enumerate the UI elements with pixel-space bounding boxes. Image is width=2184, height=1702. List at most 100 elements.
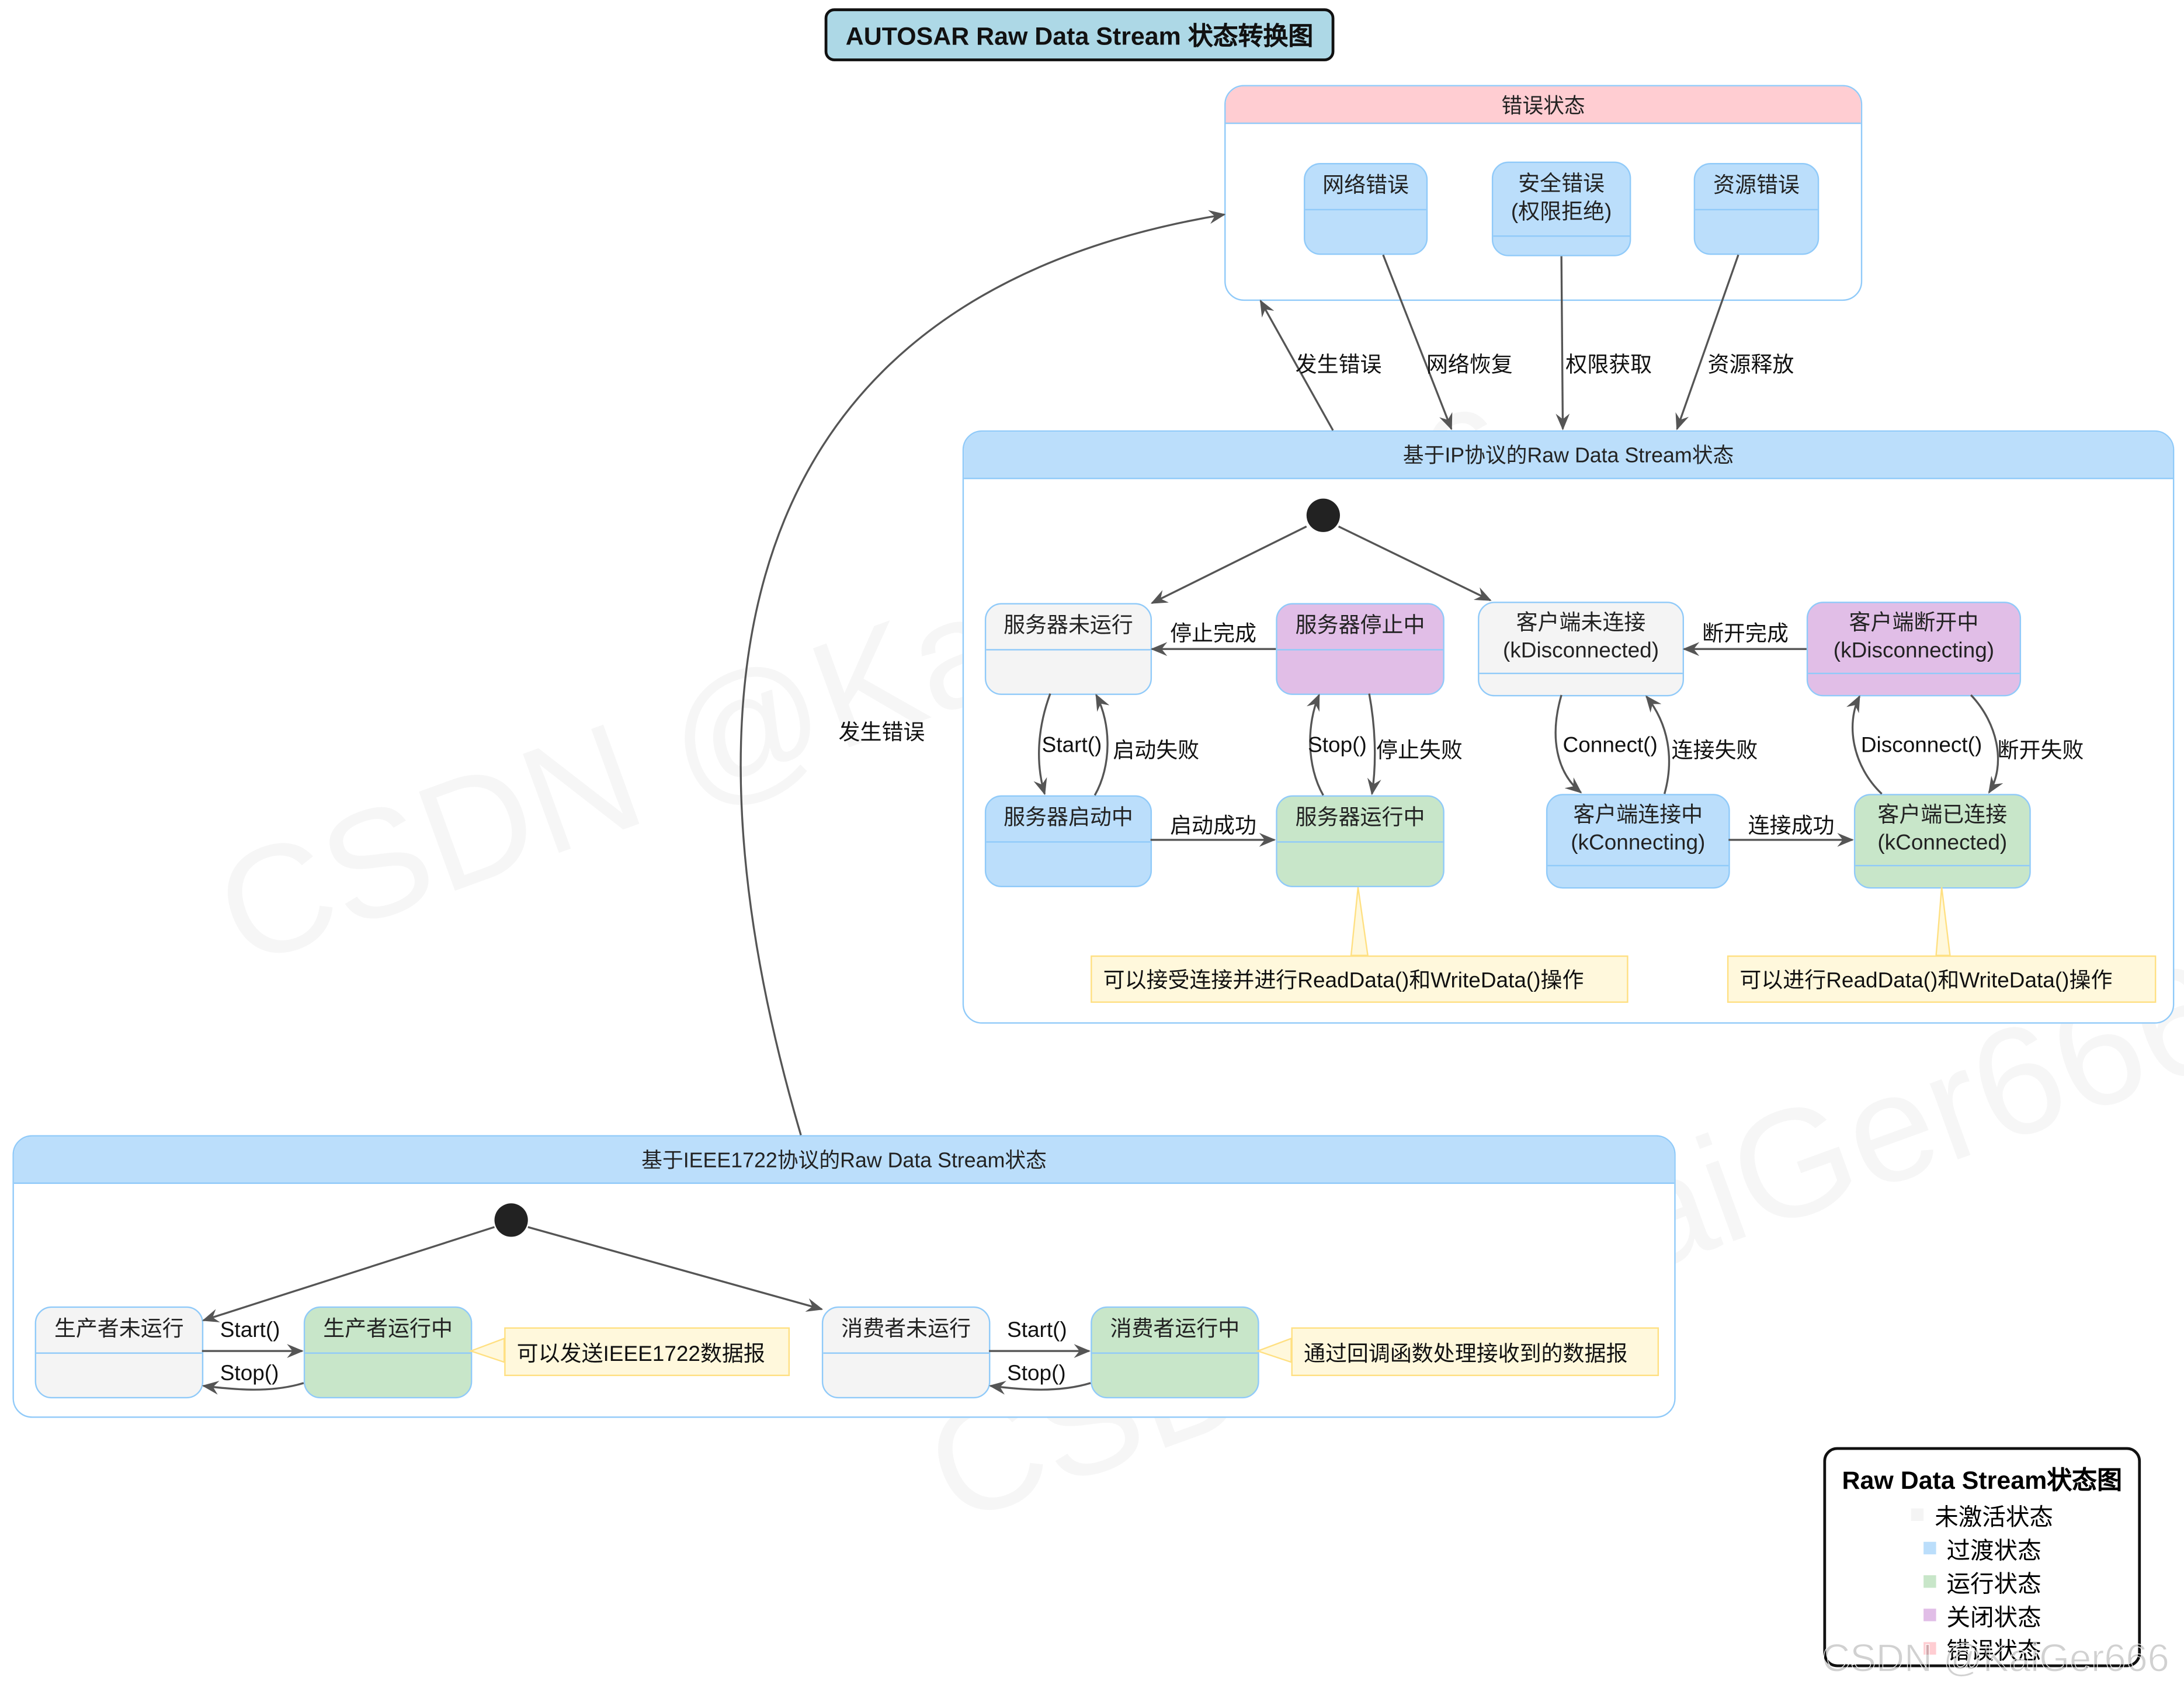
state-label: (权限拒绝)	[1511, 200, 1612, 224]
edge-network-recover	[1382, 254, 1453, 430]
state-server-starting[interactable]: 服务器启动中	[984, 795, 1152, 887]
edge-stop	[1306, 693, 1324, 796]
legend-item: 错误状态	[1826, 1631, 2138, 1664]
edge-consumer-stop	[989, 1381, 1091, 1395]
legend-label: 运行状态	[1946, 1570, 2041, 1597]
state-label: (kDisconnecting)	[1833, 639, 1995, 664]
label-stop: Stop()	[1308, 734, 1367, 758]
state-label: 消费者未运行	[841, 1317, 971, 1342]
legend-item: 过渡状态	[1826, 1531, 2138, 1564]
edge-init-producer	[202, 1226, 495, 1322]
state-label: 客户端未连接	[1516, 611, 1646, 635]
edge-producer-stop	[202, 1381, 304, 1395]
swatch-icon	[1922, 1608, 1936, 1621]
state-consumer-running[interactable]: 消费者运行中	[1091, 1306, 1259, 1399]
note-connector	[1255, 1337, 1292, 1363]
edge-stop-failed	[1367, 693, 1381, 796]
initial-state-ip	[1306, 498, 1340, 532]
note-producer-running: 可以发送IEEE1722数据报	[504, 1327, 790, 1376]
state-label: 客户端已连接	[1877, 803, 2008, 828]
state-label: 服务器停止中	[1295, 614, 1425, 638]
state-label: 资源错误	[1713, 174, 1800, 198]
error-group-title: 错误状态	[1225, 86, 1861, 124]
state-resource-error[interactable]: 资源错误	[1693, 162, 1820, 255]
state-server-not-running[interactable]: 服务器未运行	[984, 603, 1152, 695]
label-disconnect-done: 断开完成	[1702, 622, 1789, 647]
label-error-occurs-ieee: 发生错误	[838, 721, 925, 745]
edge-disconnect-failed	[1970, 694, 2004, 794]
state-label: (kDisconnected)	[1502, 639, 1659, 664]
ip-state-group: 基于IP协议的Raw Data Stream状态	[962, 430, 2175, 1024]
label-error-occurs: 发生错误	[1295, 353, 1382, 378]
label-start-failed: 启动失败	[1113, 739, 1200, 763]
ieee-group-title: 基于IEEE1722协议的Raw Data Stream状态	[13, 1136, 1675, 1184]
label-connect-success: 连接成功	[1748, 814, 1835, 839]
swatch-icon	[1911, 1508, 1924, 1520]
legend-title: Raw Data Stream状态图	[1842, 1466, 2123, 1495]
state-label: 服务器启动中	[1004, 806, 1133, 831]
note-consumer-running: 通过回调函数处理接收到的数据报	[1291, 1327, 1659, 1376]
edge-init-consumer	[527, 1226, 824, 1312]
legend-label: 未激活状态	[1935, 1503, 2053, 1530]
edge-disconnect	[1846, 695, 1883, 795]
state-label: 生产者运行中	[323, 1317, 453, 1342]
state-server-stopping[interactable]: 服务器停止中	[1276, 603, 1445, 695]
watermark-corner: CSDN @KaiGer666	[1821, 1636, 2169, 1680]
edge-connect	[1554, 694, 1582, 794]
label-resource-released: 资源释放	[1707, 353, 1794, 378]
ip-group-title: 基于IP协议的Raw Data Stream状态	[964, 432, 2173, 480]
swatch-icon	[1922, 1641, 1936, 1654]
legend: Raw Data Stream状态图 未激活状态 过渡状态 运行状态 关闭状态 …	[1823, 1447, 2141, 1668]
state-label: 服务器未运行	[1004, 614, 1133, 638]
state-label: (kConnecting)	[1571, 831, 1706, 856]
legend-item: 未激活状态	[1826, 1497, 2138, 1530]
label-permission-granted: 权限获取	[1565, 353, 1652, 378]
edge-error-occurs-ieee	[739, 210, 1226, 1135]
label-connect: Connect()	[1563, 734, 1658, 758]
state-security-error[interactable]: 安全错误 (权限拒绝)	[1491, 161, 1631, 256]
edge-start	[1033, 693, 1051, 796]
label-disconnect-failed: 断开失败	[1997, 739, 2084, 763]
state-network-error[interactable]: 网络错误	[1303, 162, 1428, 255]
swatch-icon	[1922, 1541, 1936, 1554]
note-connector	[1935, 887, 1951, 957]
state-server-running[interactable]: 服务器运行中	[1276, 795, 1445, 887]
legend-item: 关闭状态	[1826, 1597, 2138, 1631]
edge-start-failed	[1093, 693, 1110, 796]
state-label: 客户端连接中	[1573, 803, 1703, 828]
label-connect-failed: 连接失败	[1671, 739, 1758, 763]
note-connector	[1350, 887, 1369, 957]
state-label: 生产者未运行	[54, 1317, 184, 1342]
label-start: Start()	[1041, 734, 1102, 758]
state-consumer-not-running[interactable]: 消费者未运行	[821, 1306, 991, 1399]
legend-label: 错误状态	[1946, 1637, 2041, 1664]
legend-item: 运行状态	[1826, 1564, 2138, 1597]
label-network-recover: 网络恢复	[1426, 353, 1513, 378]
state-label: 消费者运行中	[1110, 1317, 1240, 1342]
state-label: (kConnected)	[1877, 831, 2008, 856]
edge-connect-failed	[1645, 695, 1671, 794]
state-producer-not-running[interactable]: 生产者未运行	[34, 1306, 204, 1399]
label-disconnect: Disconnect()	[1860, 734, 1982, 758]
legend-label: 过渡状态	[1946, 1537, 2041, 1564]
diagram-title: AUTOSAR Raw Data Stream 状态转换图	[824, 8, 1335, 61]
label-stop-failed: 停止失败	[1376, 739, 1463, 763]
swatch-icon	[1922, 1574, 1936, 1588]
label-stop-done: 停止完成	[1170, 622, 1256, 647]
label-consumer-stop: Stop()	[1007, 1362, 1066, 1386]
state-label: 安全错误	[1518, 172, 1605, 197]
label-start-success: 启动成功	[1170, 814, 1256, 839]
state-label: 服务器运行中	[1295, 806, 1425, 831]
state-client-disconnecting[interactable]: 客户端断开中 (kDisconnecting)	[1806, 602, 2022, 697]
label-producer-start: Start()	[220, 1319, 280, 1343]
state-client-connecting[interactable]: 客户端连接中 (kConnecting)	[1546, 794, 1730, 889]
edge-error-occurs	[1259, 299, 1334, 431]
state-label: 客户端断开中	[1849, 611, 1979, 635]
state-label: 网络错误	[1322, 174, 1409, 198]
state-producer-running[interactable]: 生产者运行中	[303, 1306, 473, 1399]
edge-init-client	[1338, 525, 1492, 602]
state-client-disconnected[interactable]: 客户端未连接 (kDisconnected)	[1478, 602, 1684, 697]
state-client-connected[interactable]: 客户端已连接 (kConnected)	[1853, 794, 2031, 889]
initial-state-ieee	[494, 1203, 528, 1237]
